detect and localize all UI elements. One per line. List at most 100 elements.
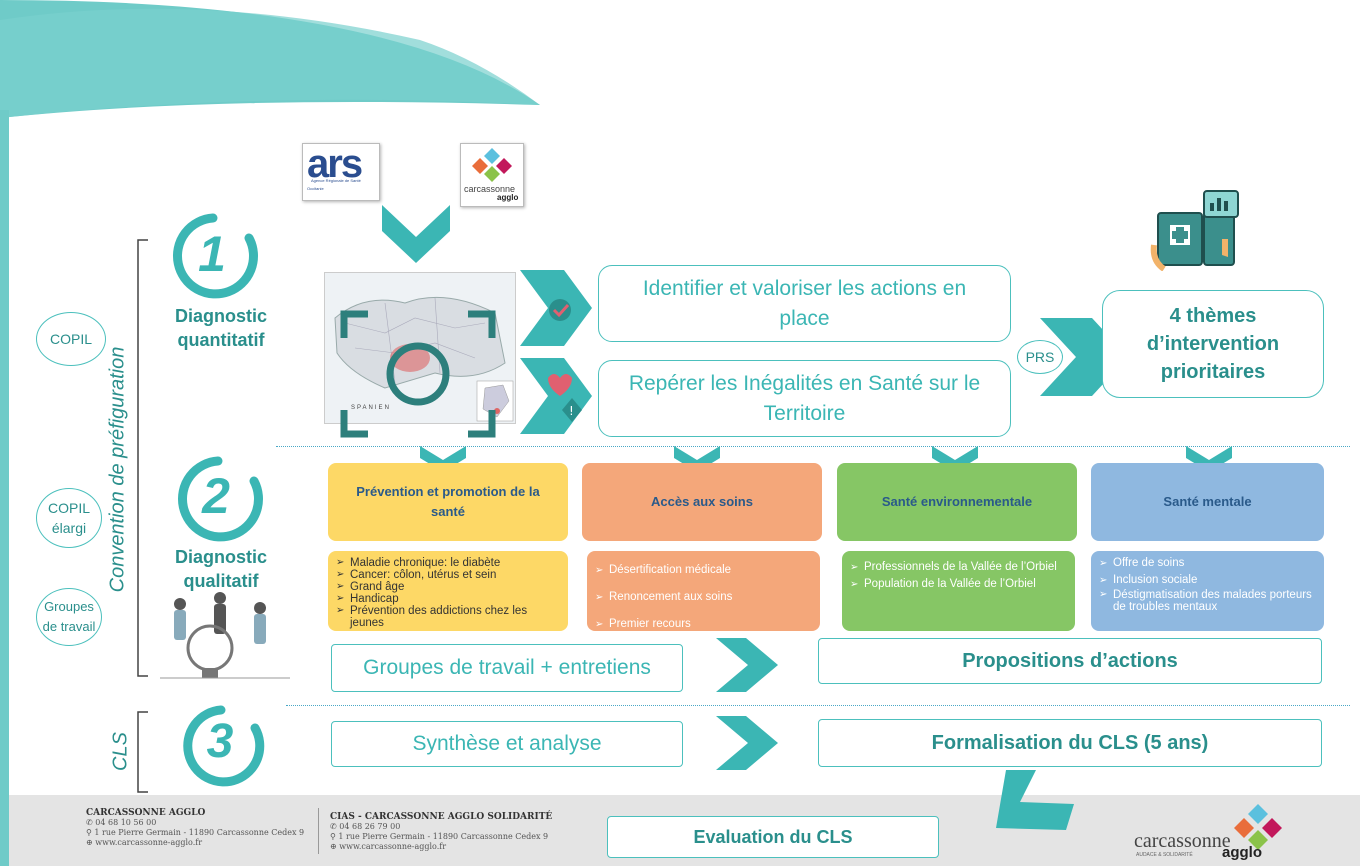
footer-cias-name: CIAS - CARCASSONNE AGGLO SOLIDARITÉ	[330, 812, 553, 822]
ars-logo: ars Agence Régionale de Santé Occitanie	[302, 142, 380, 201]
chevron-check-icon	[520, 270, 592, 346]
step-3-number: 3	[206, 715, 234, 768]
formalisation-text: Formalisation du CLS (5 ans)	[931, 731, 1209, 754]
action-inequalities-box: Repérer les Inégalités en Santé sur le T…	[598, 360, 1011, 437]
action-identify-text: Identifier et valoriser les actions en p…	[642, 276, 967, 330]
phone-icon: ✆	[330, 822, 340, 831]
globe-icon: ⊕	[86, 838, 96, 847]
globe-icon: ⊕	[330, 842, 340, 851]
footer-cias-phone-text: 04 68 26 79 00	[339, 822, 401, 831]
map-shape-icon	[325, 273, 515, 423]
step-1-title: Diagnostic quantitatif	[174, 306, 267, 350]
theme-access-list: Désertification médicale Renoncement aux…	[587, 551, 820, 638]
footer-cias-web[interactable]: ⊕ www.carcassonne-agglo.fr	[330, 842, 446, 852]
list-item: Maladie chronique: le diabète	[336, 557, 560, 569]
return-arrow-icon	[996, 770, 1074, 830]
footer-cias-web-text: www.carcassonne-agglo.fr	[339, 842, 447, 851]
propositions-text: Propositions d’actions	[962, 649, 1178, 672]
agglo-logo-small: carcassonne agglo	[460, 143, 524, 207]
theme-prevention-list: Maladie chronique: le diabète Cancer: cô…	[328, 551, 568, 631]
ars-logo-subtitle: Agence Régionale de Santé	[311, 178, 361, 183]
theme-prevention-header: Prévention et promotion de la santé	[328, 463, 568, 541]
groupes-travail-badge: Groupes de travail	[36, 588, 102, 646]
health-chart-icon	[1150, 190, 1239, 271]
map-spain-label: SPANIEN	[351, 405, 391, 411]
agglo-diamond-icon	[472, 148, 512, 182]
theme-mental-list: Offre de soins Inclusion sociale Déstigm…	[1091, 551, 1324, 631]
footer-agglo-web[interactable]: ⊕ www.carcassonne-agglo.fr	[86, 838, 202, 848]
step-2-title: Diagnostic qualitatif	[174, 547, 267, 591]
cls-side-label: CLS	[109, 732, 132, 771]
list-item: Déstigmatisation des malades porteurs de…	[1099, 589, 1316, 613]
list-item: Premier recours	[595, 611, 812, 638]
chevron-health-icon: !	[520, 358, 592, 434]
separator-step1-step2	[276, 446, 1350, 447]
action-inequalities-text: Repérer les Inégalités en Santé sur le T…	[628, 371, 981, 425]
step3-chevron-icon	[716, 716, 778, 770]
location-icon: ⚲	[330, 832, 339, 841]
theme-environment-title: Santé environnementale	[881, 494, 1033, 509]
list-item: Population de la Vallée de l’Orbiel	[850, 576, 1067, 593]
evaluation-text: Evaluation du CLS	[693, 826, 853, 847]
location-icon: ⚲	[86, 828, 95, 837]
copil-elargi-badge: COPIL élargi	[36, 488, 102, 548]
down-chevron-main-icon	[382, 205, 450, 263]
bracket-cls	[137, 711, 148, 793]
action-identify-box: Identifier et valoriser les actions en p…	[598, 265, 1011, 342]
phone-icon: ✆	[86, 818, 96, 827]
groupes-entretiens-text: Groupes de travail + entretiens	[363, 656, 651, 679]
agglo-logo-small-text: carcassonne	[464, 184, 516, 194]
theme-mental-header: Santé mentale	[1091, 463, 1324, 541]
evaluation-box: Evaluation du CLS	[607, 816, 939, 858]
theme-prevention-title: Prévention et promotion de la santé	[356, 484, 540, 519]
footer-agglo-address: ⚲ 1 rue Pierre Germain - 11890 Carcasson…	[86, 828, 304, 838]
footer-cias-phone: ✆ 04 68 26 79 00	[330, 822, 400, 832]
svg-text:!: !	[569, 404, 574, 418]
convention-label: Convention de préfiguration	[106, 346, 129, 593]
footer-agglo-web-text: www.carcassonne-agglo.fr	[95, 838, 203, 847]
list-item: Cancer: côlon, utérus et sein	[336, 569, 560, 581]
step-2-number: 2	[202, 468, 230, 524]
footer-agglo-phone: ✆ 04 68 10 56 00	[86, 818, 156, 828]
footer-divider	[318, 808, 319, 854]
footer-cias-address: ⚲ 1 rue Pierre Germain - 11890 Carcasson…	[330, 832, 548, 842]
copil-badge: COPIL	[36, 312, 106, 366]
themes-priority-box: 4 thèmes d’intervention prioritaires	[1102, 290, 1324, 398]
list-item: Inclusion sociale	[1099, 572, 1316, 589]
list-item: Prévention des addictions chez les jeune…	[336, 605, 560, 629]
separator-step2-step3	[286, 705, 1350, 706]
list-item: Renoncement aux soins	[595, 584, 812, 611]
step-1-circle-icon	[173, 213, 258, 299]
list-item: Offre de soins	[1099, 555, 1316, 572]
theme-mental-title: Santé mentale	[1163, 494, 1252, 509]
list-item: Grand âge	[336, 581, 560, 593]
footer-agglo-name: CARCASSONNE AGGLO	[86, 808, 206, 818]
theme-environment-header: Santé environnementale	[837, 463, 1077, 541]
teamwork-illustration	[160, 592, 290, 679]
step-3-circle-icon	[183, 705, 265, 787]
synthese-box: Synthèse et analyse	[331, 721, 683, 767]
formalisation-box: Formalisation du CLS (5 ans)	[818, 719, 1322, 767]
list-item: Handicap	[336, 593, 560, 605]
groupes-entretiens-box: Groupes de travail + entretiens	[331, 644, 683, 692]
step2-chevron-icon	[716, 638, 778, 692]
footer-logo-name: carcassonne	[1134, 830, 1231, 852]
list-item: Professionnels de la Vallée de l’Orbiel	[850, 559, 1067, 576]
theme-access-header: Accès aux soins	[582, 463, 822, 541]
propositions-box: Propositions d’actions	[818, 638, 1322, 684]
themes-priority-text: 4 thèmes d’intervention prioritaires	[1146, 305, 1280, 383]
agglo-logo-small-sub: agglo	[497, 193, 519, 202]
footer-diamond-icon	[1234, 804, 1282, 850]
footer-cias-address-text: 1 rue Pierre Germain - 11890 Carcassonne…	[338, 832, 549, 841]
footer-logo-agglo: agglo	[1222, 844, 1262, 861]
map-focus-icon	[340, 310, 496, 438]
step-2-circle-icon	[178, 456, 263, 542]
synthese-text: Synthèse et analyse	[412, 732, 602, 755]
bracket-convention	[137, 239, 148, 677]
footer-agglo-logo: carcassonne AUDACE & SOLIDARITÉ agglo	[1130, 800, 1305, 862]
footer-agglo-address-text: 1 rue Pierre Germain - 11890 Carcassonne…	[94, 828, 305, 837]
footer-logo-tagline: AUDACE & SOLIDARITÉ	[1136, 852, 1193, 858]
theme-environment-list: Professionnels de la Vallée de l’Orbiel …	[842, 551, 1075, 631]
prs-badge: PRS	[1017, 340, 1063, 374]
